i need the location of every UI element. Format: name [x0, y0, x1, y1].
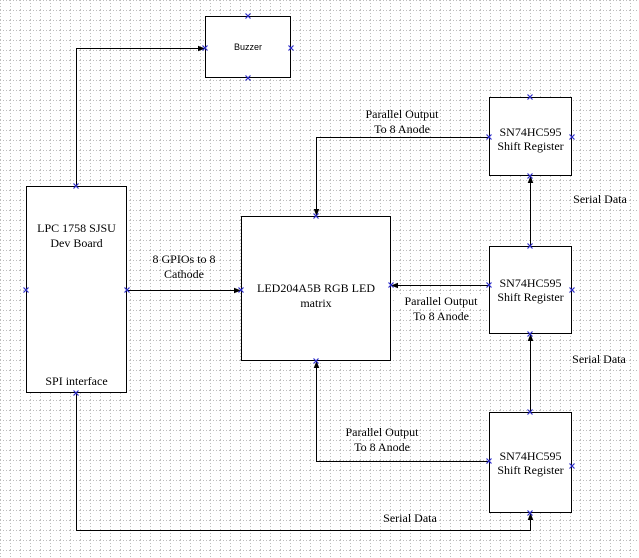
- par-mid-edge-label-line1: Parallel Output: [394, 294, 488, 309]
- buzzer-label: Buzzer: [233, 42, 262, 52]
- sr-mid-label-line2: Shift Register: [497, 290, 564, 304]
- led-label-line2: matrix: [300, 296, 332, 310]
- gpio-edge-label-line1: 8 GPIOs to 8: [152, 252, 216, 266]
- sr-mid-label-line1: SN74HC595: [499, 276, 562, 290]
- par-top-edge-label-line1: Parallel Output: [365, 107, 439, 121]
- serial-mid-edge-label: Serial Data: [572, 352, 626, 366]
- sr-top-label-line2: Shift Register: [497, 139, 564, 153]
- shift-register-bot-box[interactable]: [489, 412, 572, 513]
- shift-register-top-box[interactable]: [489, 97, 572, 176]
- lpc-dev-board-box[interactable]: [26, 186, 127, 393]
- edge-lpc-to-buzzer: [76, 45, 205, 186]
- lpc-label-line2: Dev Board: [50, 236, 103, 250]
- par-mid-edge-label-line2: To 8 Anode: [413, 309, 469, 323]
- edge-sr-bot-to-led: [313, 361, 489, 462]
- par-top-edge-label-line2: To 8 Anode: [374, 122, 430, 136]
- edge-sr-top-to-led: [313, 137, 489, 216]
- par-bot-edge-label-line2: To 8 Anode: [354, 440, 410, 454]
- sr-bot-label-line1: SN74HC595: [499, 449, 562, 463]
- sr-top-label-line1: SN74HC595: [499, 125, 562, 139]
- led-matrix-box[interactable]: [241, 216, 391, 361]
- led-label-line1: LED204A5B RGB LED: [257, 281, 375, 295]
- edge-spi-to-sr-bot: [76, 393, 534, 531]
- par-bot-edge-label-line1: Parallel Output: [345, 425, 419, 439]
- lpc-spi-label: SPI interface: [45, 374, 108, 388]
- gpio-edge-label-line2: Cathode: [164, 267, 204, 281]
- lpc-label-line1: LPC 1758 SJSU: [37, 221, 116, 235]
- sr-bot-label-line2: Shift Register: [497, 463, 564, 477]
- serial-bot-edge-label: Serial Data: [383, 511, 437, 525]
- serial-top-edge-label: Serial Data: [573, 192, 627, 206]
